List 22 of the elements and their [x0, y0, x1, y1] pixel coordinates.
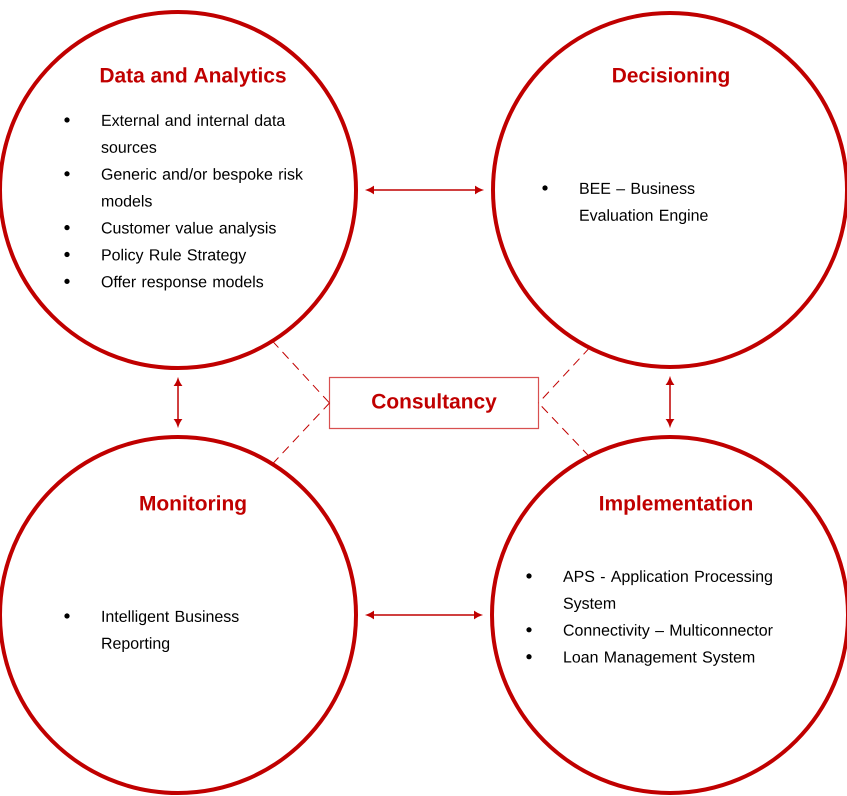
- arrow: [666, 378, 674, 426]
- bullet-item: APS - Application Processing System: [526, 570, 772, 612]
- circle-title: Data and Analytics: [100, 67, 286, 87]
- bullet-item: Offer response models: [64, 276, 264, 291]
- dashed-line: [272, 402, 330, 465]
- bullet-item: Policy Rule Strategy: [64, 248, 246, 264]
- circle-title: Decisioning: [613, 67, 729, 87]
- bullet-item: Customer value analysis: [64, 222, 276, 237]
- circle-title: Implementation: [600, 495, 752, 515]
- bullet-item: Generic and/or bespoke risk models: [64, 168, 303, 207]
- bullet-item: Connectivity – Multiconnector: [526, 624, 773, 639]
- arrow: [366, 186, 482, 194]
- bullet-item: Loan Management System: [526, 651, 754, 666]
- arrow: [366, 611, 482, 619]
- dashed-line: [538, 347, 590, 404]
- label-box: Consultancy: [328, 376, 540, 430]
- bullet-item: External and internal data sources: [64, 114, 286, 153]
- circle-title: Monitoring: [140, 495, 246, 515]
- bullet-item: Intelligent Business Reporting: [64, 610, 239, 652]
- arrow: [174, 378, 182, 426]
- dashed-line: [272, 340, 330, 404]
- bullet-item: BEE – Business Evaluation Engine: [542, 182, 708, 224]
